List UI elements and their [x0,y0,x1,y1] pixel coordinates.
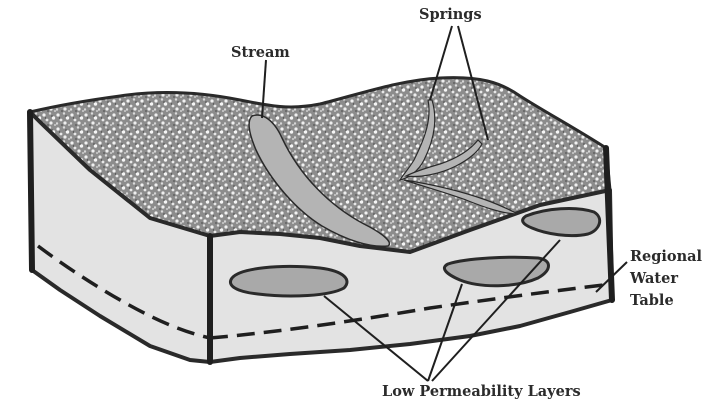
springs-label: Springs [419,6,482,24]
left-edge [30,112,32,270]
low-permeability-lens-2 [444,257,548,286]
low-permeability-layers-label: Low Permeability Layers [382,383,581,401]
water-table-word-2: Water [630,268,702,290]
water-table-word-1: Regional [630,246,702,268]
stream-label: Stream [231,44,290,62]
regional-water-table-label: Regional Water Table [630,246,702,312]
water-table-word-3: Table [630,290,702,312]
low-permeability-lens-1 [230,266,347,296]
